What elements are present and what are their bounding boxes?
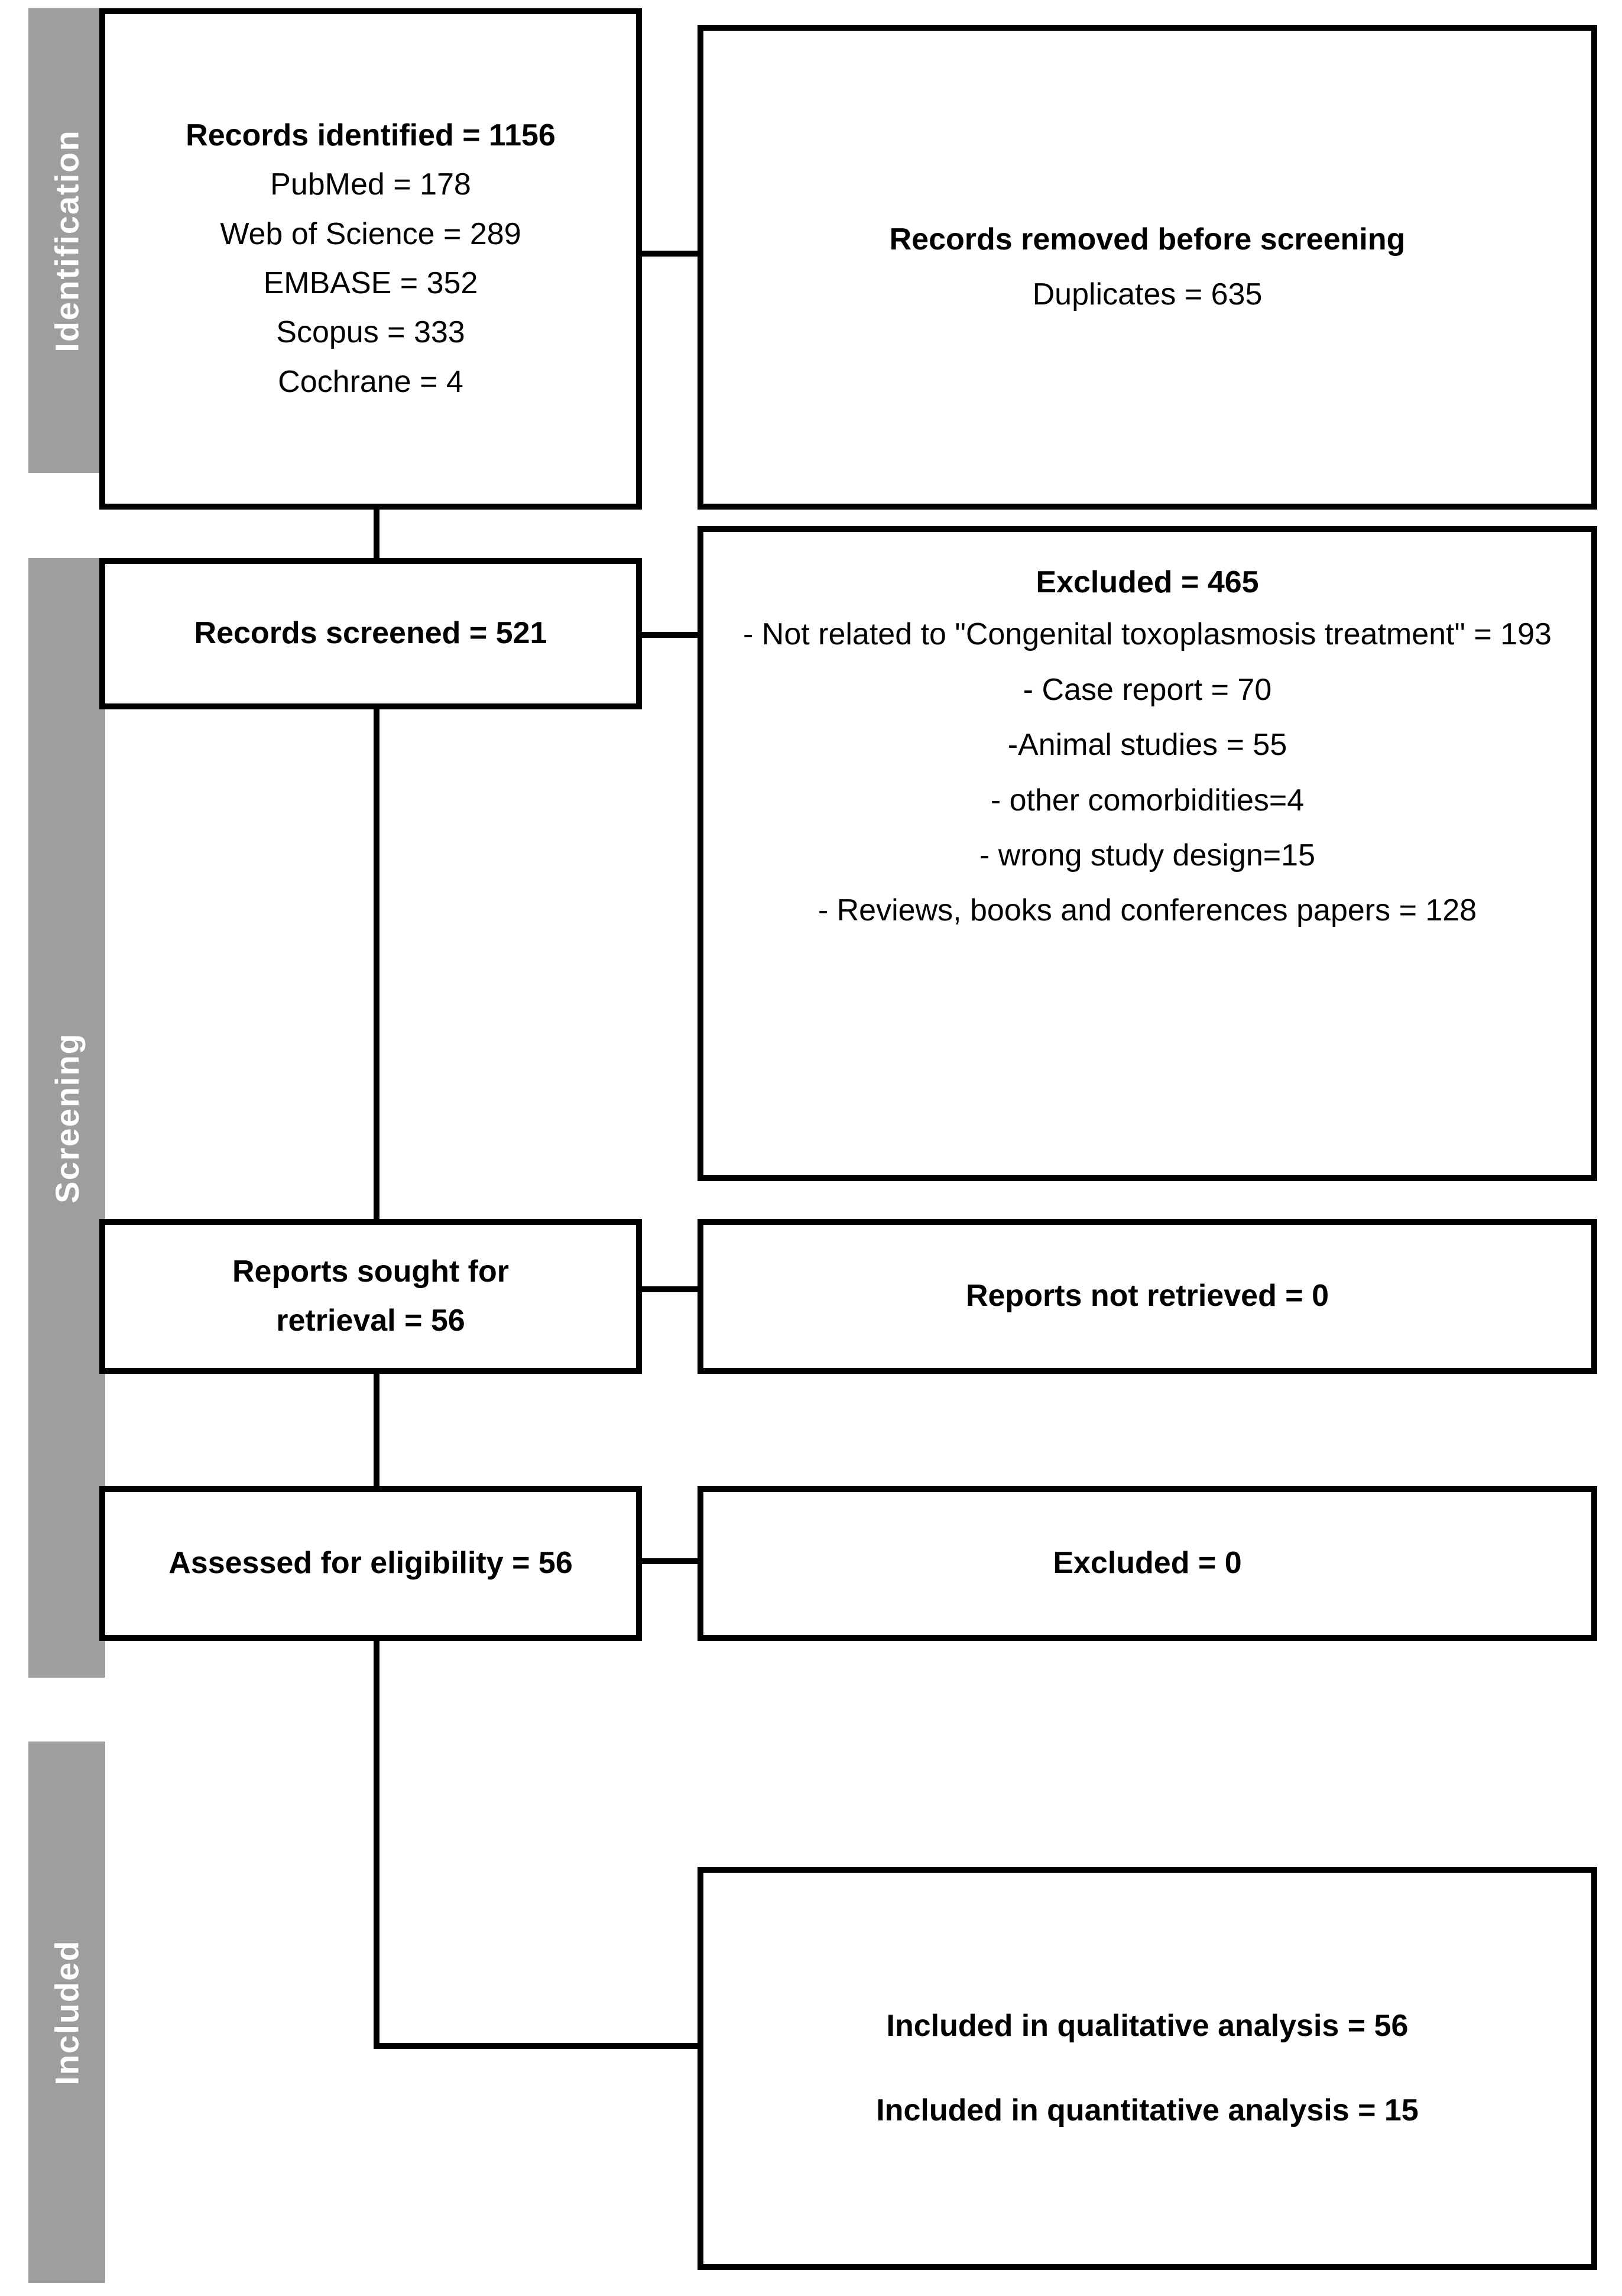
box-excluded-screening[interactable]: Excluded = 465 - Not related to "Congeni… bbox=[698, 526, 1597, 1181]
included-qualitative: Included in qualitative analysis = 56 bbox=[886, 2008, 1409, 2043]
excluded-screening-heading: Excluded = 465 bbox=[1036, 565, 1259, 599]
box-excluded-eligibility[interactable]: Excluded = 0 bbox=[698, 1486, 1597, 1641]
records-identified-source-embase: EMBASE = 352 bbox=[263, 266, 478, 300]
connector-screened-to-reports-sought bbox=[374, 706, 379, 1219]
excluded-reason-other-comorbidities: - other comorbidities=4 bbox=[990, 783, 1305, 818]
connector-screened-to-excluded bbox=[642, 632, 699, 638]
box-reports-not-retrieved[interactable]: Reports not retrieved = 0 bbox=[698, 1219, 1597, 1374]
records-identified-heading: Records identified = 1156 bbox=[186, 118, 556, 153]
excluded-reason-animal-studies: -Animal studies = 55 bbox=[1007, 728, 1287, 763]
stage-bar-screening: Screening bbox=[28, 558, 105, 1678]
excluded-reason-wrong-study-design: - wrong study design=15 bbox=[979, 838, 1315, 873]
reports-not-retrieved-heading: Reports not retrieved = 0 bbox=[965, 1279, 1329, 1314]
box-reports-sought[interactable]: Reports sought for retrieval = 56 bbox=[99, 1219, 642, 1374]
records-identified-source-cochrane: Cochrane = 4 bbox=[278, 364, 463, 399]
connector-sought-to-assessed bbox=[374, 1374, 379, 1486]
records-identified-source-scopus: Scopus = 333 bbox=[276, 315, 465, 350]
reports-sought-line1: Reports sought for bbox=[232, 1254, 509, 1289]
connector-assessed-to-included-horizontal bbox=[374, 2043, 702, 2049]
assessed-eligibility-heading: Assessed for eligibility = 56 bbox=[168, 1546, 573, 1581]
stage-label-screening: Screening bbox=[48, 1032, 86, 1204]
stage-bar-identification: Identification bbox=[28, 8, 105, 473]
box-records-screened[interactable]: Records screened = 521 bbox=[99, 558, 642, 709]
records-removed-duplicates: Duplicates = 635 bbox=[1032, 277, 1263, 312]
excluded-reason-reviews-books-conferences: - Reviews, books and conferences papers … bbox=[818, 893, 1477, 928]
reports-sought-line2: retrieval = 56 bbox=[276, 1303, 465, 1338]
excluded-reason-case-report: - Case report = 70 bbox=[1023, 672, 1272, 707]
records-identified-source-web-of-science: Web of Science = 289 bbox=[220, 216, 521, 251]
records-removed-heading: Records removed before screening bbox=[889, 222, 1406, 257]
excluded-reason-not-related: - Not related to "Congenital toxoplasmos… bbox=[743, 617, 1552, 652]
box-included-analysis[interactable]: Included in qualitative analysis = 56 In… bbox=[698, 1867, 1597, 2270]
connector-sought-to-not-retrieved bbox=[642, 1286, 699, 1292]
included-quantitative: Included in quantitative analysis = 15 bbox=[876, 2093, 1419, 2128]
connector-identified-to-removed bbox=[642, 251, 699, 257]
stage-label-identification: Identification bbox=[48, 129, 86, 352]
connector-identified-to-screened bbox=[374, 510, 379, 564]
box-records-identified[interactable]: Records identified = 1156 PubMed = 178 W… bbox=[99, 8, 642, 510]
box-records-removed[interactable]: Records removed before screening Duplica… bbox=[698, 25, 1597, 510]
connector-assessed-to-excluded bbox=[642, 1558, 699, 1564]
stage-label-included: Included bbox=[48, 1939, 86, 2086]
connector-assessed-to-included-vertical bbox=[374, 1640, 379, 2049]
records-identified-source-pubmed: PubMed = 178 bbox=[270, 167, 471, 202]
stage-bar-included: Included bbox=[28, 1742, 105, 2283]
records-screened-heading: Records screened = 521 bbox=[194, 616, 547, 651]
box-assessed-eligibility[interactable]: Assessed for eligibility = 56 bbox=[99, 1486, 642, 1641]
excluded-eligibility-heading: Excluded = 0 bbox=[1053, 1546, 1242, 1581]
